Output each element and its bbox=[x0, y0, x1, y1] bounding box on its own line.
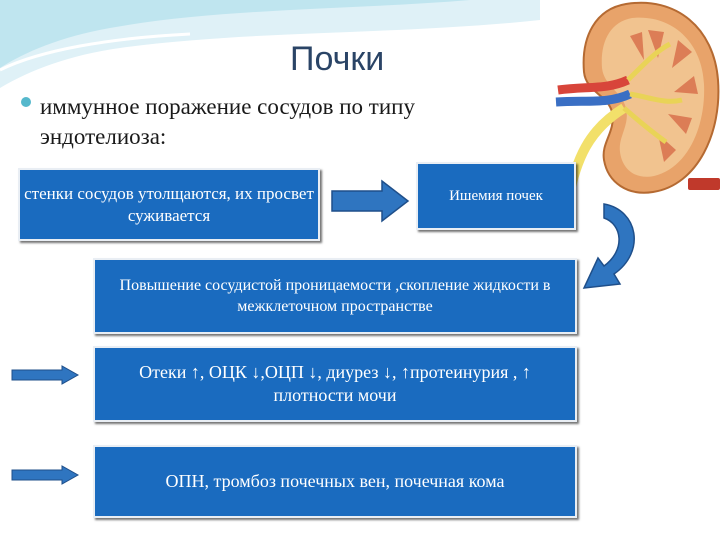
flow-box-5-text: ОПН, тромбоз почечных вен, почечная кома bbox=[165, 471, 505, 491]
bullet-marker bbox=[21, 97, 31, 107]
flow-box-2-text: Ишемия почек bbox=[449, 187, 543, 204]
flow-box-vascular-permeability: Повышение сосудистой проницаемости ,скоп… bbox=[93, 258, 577, 334]
header-wave-decoration bbox=[0, 0, 540, 88]
right-arrow-icon bbox=[331, 179, 410, 223]
flow-box-edema: Отеки ↑, ОЦК ↓,ОЦП ↓, диурез ↓, ↑протеин… bbox=[93, 346, 577, 422]
flow-box-1-text: стенки сосудов утолщаются, их просвет су… bbox=[24, 183, 314, 225]
flow-box-vessel-thickening: стенки сосудов утолщаются, их просвет су… bbox=[18, 168, 320, 241]
curved-arrow-icon bbox=[582, 203, 635, 289]
right-arrow-icon bbox=[11, 465, 80, 485]
bullet-text: иммунное поражение сосудов по типу эндот… bbox=[40, 94, 415, 149]
flow-box-3-text: Повышение сосудистой проницаемости ,скоп… bbox=[119, 277, 551, 315]
flow-box-kidney-ischemia: Ишемия почек bbox=[416, 162, 576, 230]
page-title: Почки bbox=[290, 40, 385, 78]
flow-box-4-text: Отеки ↑, ОЦК ↓,ОЦП ↓, диурез ↓, ↑протеин… bbox=[139, 362, 531, 405]
right-arrow-icon bbox=[11, 365, 80, 385]
flow-box-outcome: ОПН, тромбоз почечных вен, почечная кома bbox=[93, 445, 577, 518]
